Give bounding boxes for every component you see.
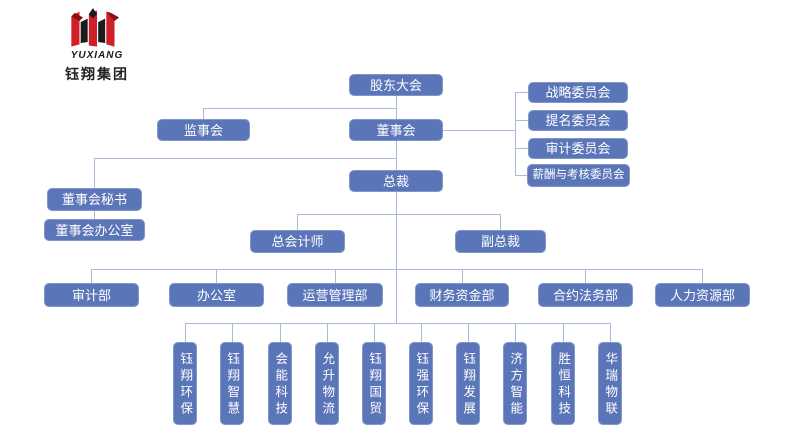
node-general-office: 办公室 bbox=[169, 283, 264, 307]
connector-line bbox=[468, 323, 469, 342]
connector-line bbox=[421, 323, 422, 342]
connector-line bbox=[462, 269, 463, 283]
node-shareholders-meeting: 股东大会 bbox=[349, 74, 443, 96]
connector-line bbox=[585, 269, 586, 283]
connector-line bbox=[94, 211, 95, 219]
connector-line bbox=[185, 323, 186, 342]
node-subsidiary-yuqiang-environmental: 钰强环保 bbox=[409, 342, 433, 425]
connector-line bbox=[396, 96, 397, 119]
logo-mark-icon bbox=[71, 8, 120, 47]
connector-line bbox=[203, 108, 396, 109]
connector-line bbox=[515, 323, 516, 342]
node-subsidiary-yunsheng-logistics: 允升物流 bbox=[315, 342, 339, 425]
connector-line bbox=[515, 148, 528, 149]
node-board-of-directors: 董事会 bbox=[349, 119, 443, 141]
connector-line bbox=[500, 214, 501, 230]
node-board-secretary: 董事会秘书 bbox=[47, 188, 142, 211]
node-subsidiary-yuxiang-development: 钰翔发展 bbox=[456, 342, 480, 425]
company-name: 钰翔集团 bbox=[65, 66, 129, 82]
node-subsidiary-jifang-intelligent: 济方智能 bbox=[503, 342, 527, 425]
node-strategy-committee: 战略委员会 bbox=[528, 82, 628, 103]
connector-line bbox=[94, 158, 396, 159]
node-remuneration-committee: 薪酬与考核委员会 bbox=[527, 164, 630, 187]
node-hr-department: 人力资源部 bbox=[655, 283, 750, 307]
connector-line bbox=[702, 269, 703, 283]
connector-line bbox=[297, 214, 500, 215]
node-subsidiary-yuxiang-environmental: 钰翔环保 bbox=[173, 342, 197, 425]
node-subsidiary-huarui-iot: 华瑞物联 bbox=[598, 342, 622, 425]
node-subsidiary-yuxiang-smart: 钰翔智慧 bbox=[220, 342, 244, 425]
node-president: 总裁 bbox=[349, 170, 443, 192]
node-legal-department: 合约法务部 bbox=[538, 283, 633, 307]
connector-line bbox=[297, 214, 298, 232]
connector-line bbox=[280, 323, 281, 342]
connector-line bbox=[91, 269, 92, 283]
connector-line bbox=[610, 323, 611, 342]
connector-line bbox=[515, 120, 528, 121]
node-subsidiary-shengheng-tech: 胜恒科技 bbox=[551, 342, 575, 425]
connector-line bbox=[94, 158, 95, 188]
node-chief-accountant: 总会计师 bbox=[250, 230, 345, 253]
connector-line bbox=[203, 108, 204, 119]
connector-line bbox=[327, 323, 328, 342]
node-board-office: 董事会办公室 bbox=[44, 219, 145, 241]
connector-line bbox=[515, 92, 516, 176]
node-subsidiary-yuxiang-trade: 钰翔国贸 bbox=[362, 342, 386, 425]
connector-line bbox=[185, 323, 610, 324]
node-operations-department: 运营管理部 bbox=[287, 283, 383, 307]
connector-line bbox=[232, 323, 233, 342]
node-nomination-committee: 提名委员会 bbox=[528, 110, 628, 131]
connector-line bbox=[515, 175, 527, 176]
connector-line bbox=[216, 269, 217, 283]
connector-line bbox=[563, 323, 564, 342]
node-vice-president: 副总裁 bbox=[455, 230, 546, 253]
connector-line bbox=[374, 323, 375, 342]
node-supervisory-board: 监事会 bbox=[157, 119, 250, 141]
connector-line bbox=[443, 130, 515, 131]
node-audit-department: 审计部 bbox=[44, 283, 139, 307]
company-logo: YUXIANG 钰翔集团 bbox=[38, 7, 156, 84]
connector-line bbox=[515, 92, 528, 93]
node-finance-department: 财务资金部 bbox=[415, 283, 509, 307]
connector-line bbox=[396, 192, 397, 323]
connector-line bbox=[396, 141, 397, 170]
node-audit-committee: 审计委员会 bbox=[528, 138, 628, 159]
connector-line bbox=[335, 269, 336, 283]
logo-brand-text: YUXIANG bbox=[70, 50, 124, 61]
node-subsidiary-huineng-tech: 会能科技 bbox=[268, 342, 292, 425]
connector-line bbox=[91, 269, 702, 270]
